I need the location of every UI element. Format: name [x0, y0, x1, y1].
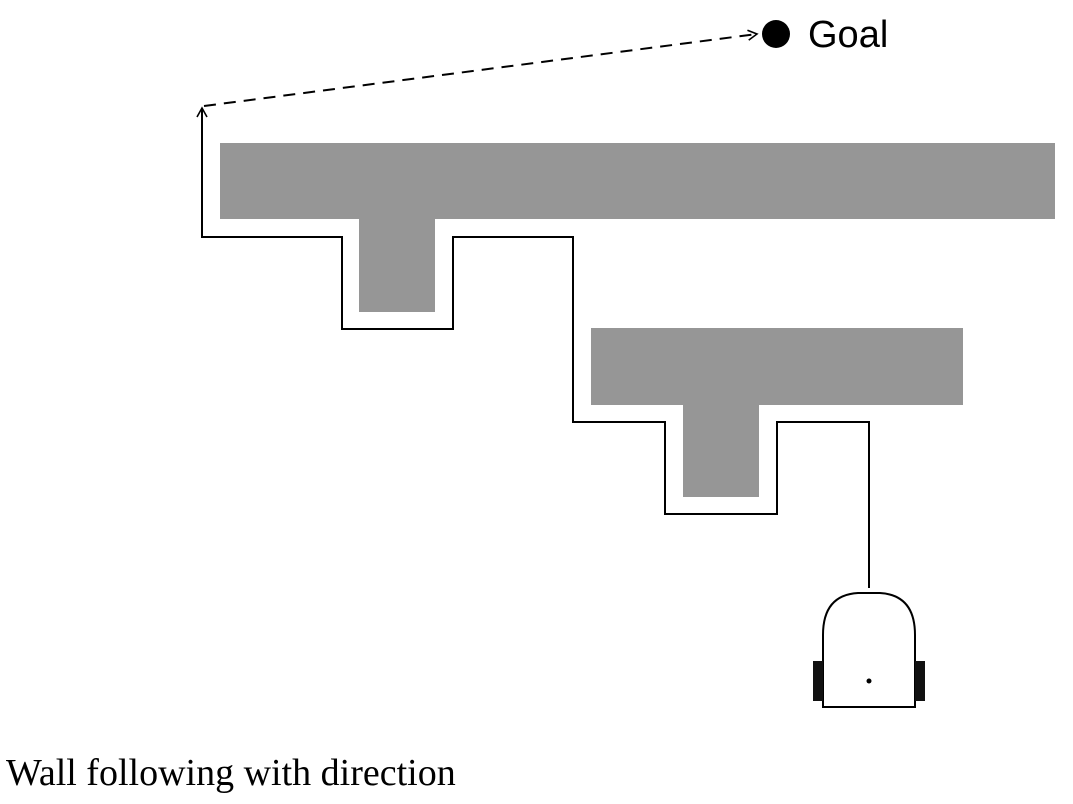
lower-obstacle: [591, 328, 963, 497]
wall-following-path: [196, 106, 870, 588]
left-wheel-icon: [813, 661, 823, 701]
goal-icon: [762, 20, 790, 48]
right-wheel-icon: [915, 661, 925, 701]
goal-label: Goal: [808, 14, 888, 56]
goal-direction-dashed-line: [203, 29, 759, 107]
robot-center-dot: [866, 678, 872, 684]
robot-icon: [813, 592, 925, 708]
upper-obstacle: [220, 143, 1055, 312]
figure-caption: Wall following with direction: [6, 752, 456, 794]
